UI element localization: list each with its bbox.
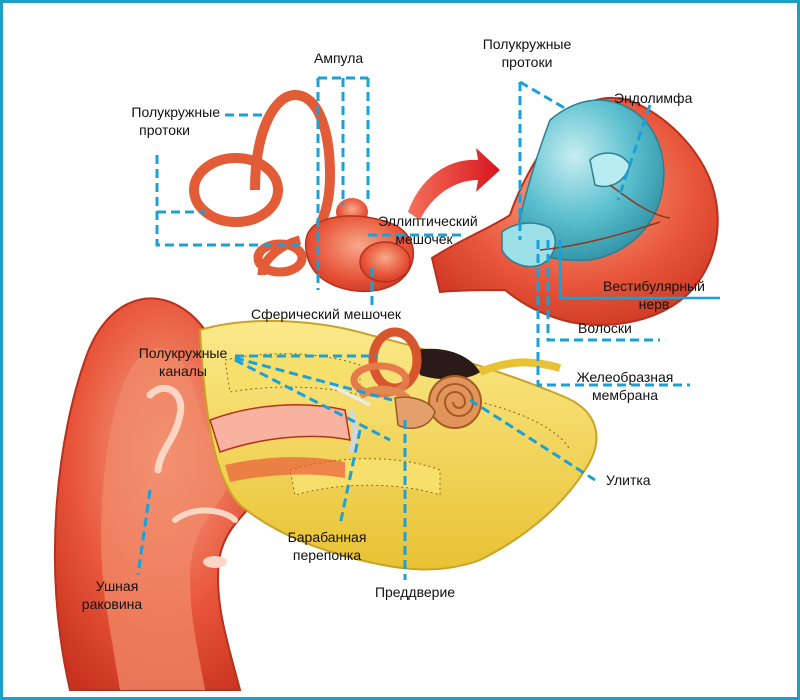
label-gelatinous-membrane-2: мембрана <box>592 387 658 403</box>
leader-lines <box>136 76 720 580</box>
label-gelatinous-membrane-1: Желеобразная <box>576 369 674 385</box>
label-hairs: Волоски <box>578 320 632 336</box>
label-utricle-2: мешочек <box>395 231 453 247</box>
label-vestibular-nerve-1: Вестибулярный <box>603 278 705 294</box>
label-auricle-2: раковина <box>81 596 143 612</box>
label-ampulla: Ампула <box>314 50 364 66</box>
labyrinth-enlarged-shape <box>189 89 415 293</box>
label-cochlea: Улитка <box>606 472 651 488</box>
label-semicircular-ducts-right-1: Полукружные <box>482 36 572 52</box>
middle-ear-cavity-shape <box>415 348 480 380</box>
curved-arrow-icon <box>408 148 500 220</box>
label-utricle-1: Эллиптический <box>378 213 478 229</box>
label-endolymph: Эндолимфа <box>614 90 693 106</box>
label-vestibular-nerve-2: нерв <box>638 296 670 312</box>
label-semicircular-ducts-left-2: протоки <box>139 122 190 138</box>
label-vestibule: Преддверие <box>374 584 456 600</box>
label-eardrum-1: Барабанная <box>287 529 367 545</box>
ear-canal-shape <box>209 404 351 482</box>
label-semicircular-canals-1: Полукружные <box>138 345 228 361</box>
label-semicircular-ducts-right-2: протоки <box>501 54 553 70</box>
label-saccule: Сферический мешочек <box>250 306 402 322</box>
ampulla-section-shape <box>430 96 719 326</box>
label-semicircular-canals-2: каналы <box>159 363 207 379</box>
label-eardrum-2: перепонка <box>292 547 362 563</box>
label-auricle-1: Ушная <box>95 578 139 594</box>
label-semicircular-ducts-left-1: Полукружные <box>131 104 220 120</box>
